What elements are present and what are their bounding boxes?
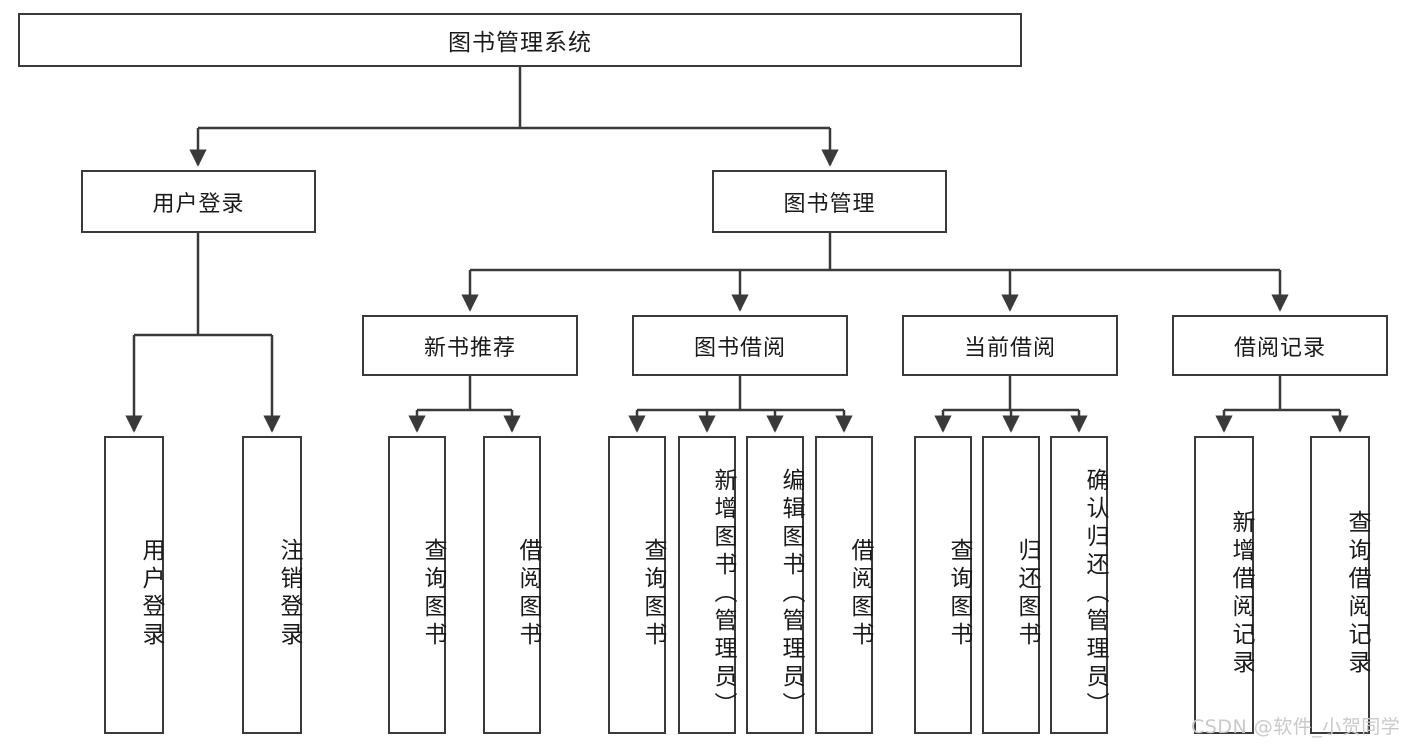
- node-label: 查询图书: [946, 538, 972, 650]
- node-label: 注销登录: [276, 538, 302, 650]
- leaf-query-book-recommend[interactable]: 查询图书: [388, 436, 446, 734]
- node-label: 借阅图书: [515, 538, 541, 650]
- node-label: 查询图书: [640, 538, 666, 650]
- leaf-add-borrow-record[interactable]: 新增借阅记录: [1194, 436, 1254, 734]
- leaf-return-book[interactable]: 归还图书: [982, 436, 1040, 734]
- node-root-system[interactable]: 图书管理系统: [18, 13, 1022, 67]
- node-root-label: 图书管理系统: [448, 30, 592, 56]
- node-borrow-record[interactable]: 借阅记录: [1172, 315, 1388, 376]
- leaf-query-book-borrow[interactable]: 查询图书: [608, 436, 666, 734]
- leaf-query-book-current[interactable]: 查询图书: [914, 436, 972, 734]
- leaf-borrow-book-recommend[interactable]: 借阅图书: [483, 436, 541, 734]
- node-label: 归还图书: [1014, 538, 1040, 650]
- node-book-management[interactable]: 图书管理: [712, 170, 947, 233]
- node-label: 用户登录: [138, 538, 164, 650]
- node-label: 图书管理: [783, 191, 876, 217]
- leaf-query-borrow-record[interactable]: 查询借阅记录: [1310, 436, 1370, 734]
- node-label: 新书推荐: [423, 335, 516, 361]
- node-label: 确认归还（管理员）: [1082, 468, 1108, 720]
- leaf-confirm-return-admin[interactable]: 确认归还（管理员）: [1050, 436, 1108, 734]
- node-label: 用户登录: [152, 191, 245, 217]
- leaf-add-book-admin[interactable]: 新增图书（管理员）: [678, 436, 736, 734]
- node-label: 查询图书: [420, 538, 446, 650]
- leaf-edit-book-admin[interactable]: 编辑图书（管理员）: [746, 436, 804, 734]
- leaf-logout[interactable]: 注销登录: [242, 436, 302, 734]
- node-label: 借阅记录: [1233, 335, 1326, 361]
- node-current-borrow[interactable]: 当前借阅: [902, 315, 1118, 376]
- node-book-borrow[interactable]: 图书借阅: [632, 315, 848, 376]
- node-label: 查询借阅记录: [1344, 510, 1370, 678]
- watermark: CSDN @软件_小贺同学: [1191, 716, 1401, 738]
- leaf-user-login[interactable]: 用户登录: [104, 436, 164, 734]
- leaf-borrow-book[interactable]: 借阅图书: [815, 436, 873, 734]
- node-new-book-recommend[interactable]: 新书推荐: [362, 315, 578, 376]
- node-label: 借阅图书: [847, 538, 873, 650]
- node-user-login[interactable]: 用户登录: [81, 170, 316, 233]
- node-label: 编辑图书（管理员）: [778, 468, 804, 720]
- node-label: 图书借阅: [693, 335, 786, 361]
- node-label: 当前借阅: [963, 335, 1056, 361]
- node-label: 新增借阅记录: [1228, 510, 1254, 678]
- node-label: 新增图书（管理员）: [710, 468, 736, 720]
